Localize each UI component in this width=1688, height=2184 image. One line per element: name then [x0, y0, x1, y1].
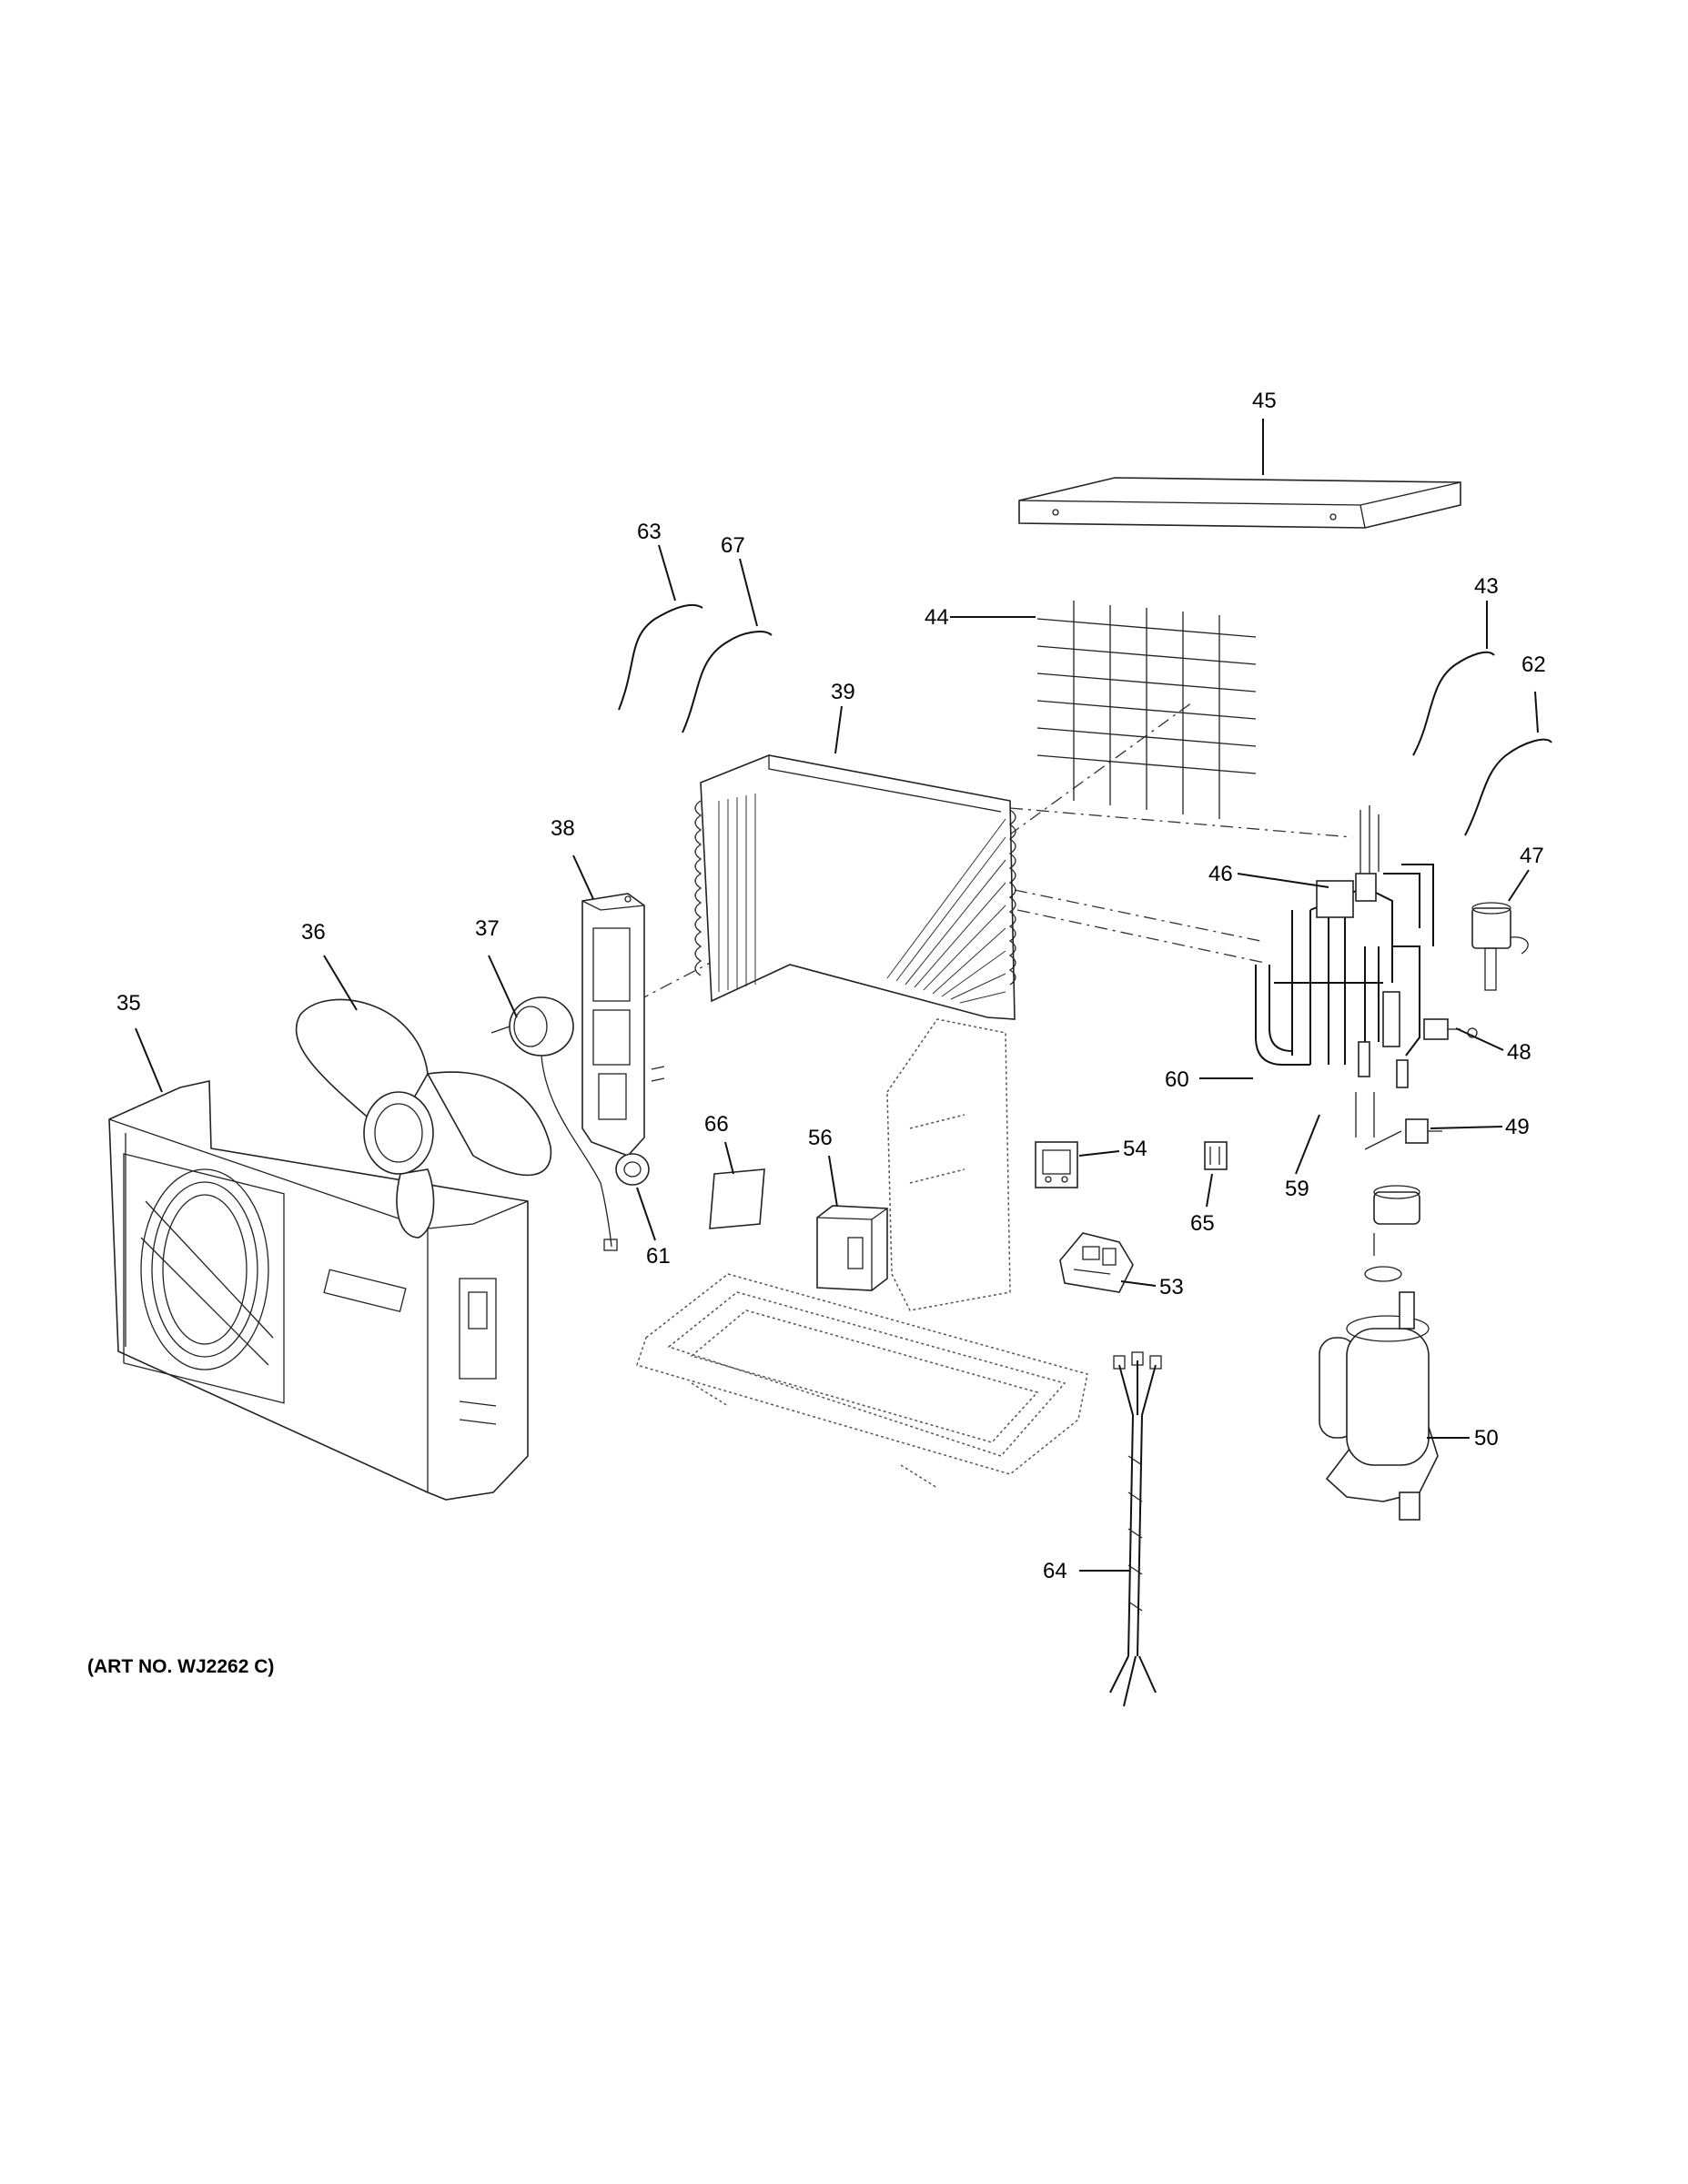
callout-50: 50	[1474, 1426, 1499, 1451]
outer-case-part	[108, 1080, 529, 1501]
callout-44: 45	[1252, 389, 1277, 413]
callout-45: 43	[1474, 574, 1499, 599]
callout-36: 36	[301, 920, 326, 945]
callout-53: 53	[1159, 1275, 1184, 1299]
callout-54: 54	[1123, 1137, 1147, 1161]
partition-reference	[886, 1018, 1011, 1311]
callout-62: 63	[637, 520, 662, 544]
top-cover-part	[1018, 477, 1461, 529]
coil-fins-right	[886, 818, 1006, 1004]
callout-labels: 45 44 39 63 67 43 62 46 47 48 49 50 53 5…	[116, 389, 1546, 1583]
motor-bracket-part	[581, 893, 665, 1157]
coil-fins-left	[718, 794, 756, 992]
callout-37: 37	[475, 916, 500, 941]
art-number: (ART NO. WJ2262 C)	[87, 1656, 274, 1677]
callout-63: 64	[1043, 1559, 1067, 1583]
control-board-part	[1059, 1232, 1134, 1293]
callout-49: 49	[1505, 1115, 1530, 1139]
callout-64: 65	[1190, 1211, 1215, 1236]
service-valve-48-part	[1423, 1018, 1478, 1040]
callout-47: 47	[1520, 844, 1544, 868]
callout-56: 56	[808, 1126, 833, 1150]
wire-harness-part	[1109, 1351, 1162, 1707]
callout-48: 48	[1507, 1040, 1531, 1065]
display-board-part	[1035, 1141, 1078, 1188]
fan-nut-part	[615, 1153, 650, 1186]
cable-45-part	[1412, 651, 1495, 756]
compressor-part	[1319, 1185, 1439, 1521]
valve-coil-part	[1471, 902, 1529, 991]
cable-61-part	[1464, 738, 1552, 836]
callout-46: 46	[1208, 862, 1233, 886]
callout-65: 66	[704, 1112, 729, 1137]
callout-59: 59	[1285, 1177, 1309, 1201]
fan-blade-part	[295, 998, 552, 1239]
callout-39: 39	[831, 680, 855, 704]
wire-grille-part	[1036, 601, 1257, 819]
connector-part	[1204, 1141, 1228, 1170]
base-pan-reference	[636, 1273, 1088, 1489]
condenser-coil-part	[694, 754, 1016, 1020]
callout-60: 60	[1165, 1067, 1189, 1092]
case-grille	[140, 1168, 274, 1370]
callout-61: 62	[1521, 652, 1546, 677]
service-valve-49-part	[1364, 1118, 1442, 1150]
fan-motor-part	[490, 996, 618, 1251]
valve-piping-assembly-part	[1255, 805, 1434, 1138]
cable-62-part	[618, 603, 703, 711]
callout-38: 38	[551, 816, 575, 841]
cable-67-part	[682, 631, 773, 733]
reactor-box-part	[816, 1205, 888, 1291]
insulation-pad-part	[709, 1168, 765, 1229]
callout-66: 61	[646, 1244, 671, 1269]
callout-leaders	[135, 419, 1539, 1572]
callout-43: 44	[925, 605, 949, 630]
callout-35: 35	[116, 991, 141, 1016]
callout-67: 67	[721, 533, 745, 558]
